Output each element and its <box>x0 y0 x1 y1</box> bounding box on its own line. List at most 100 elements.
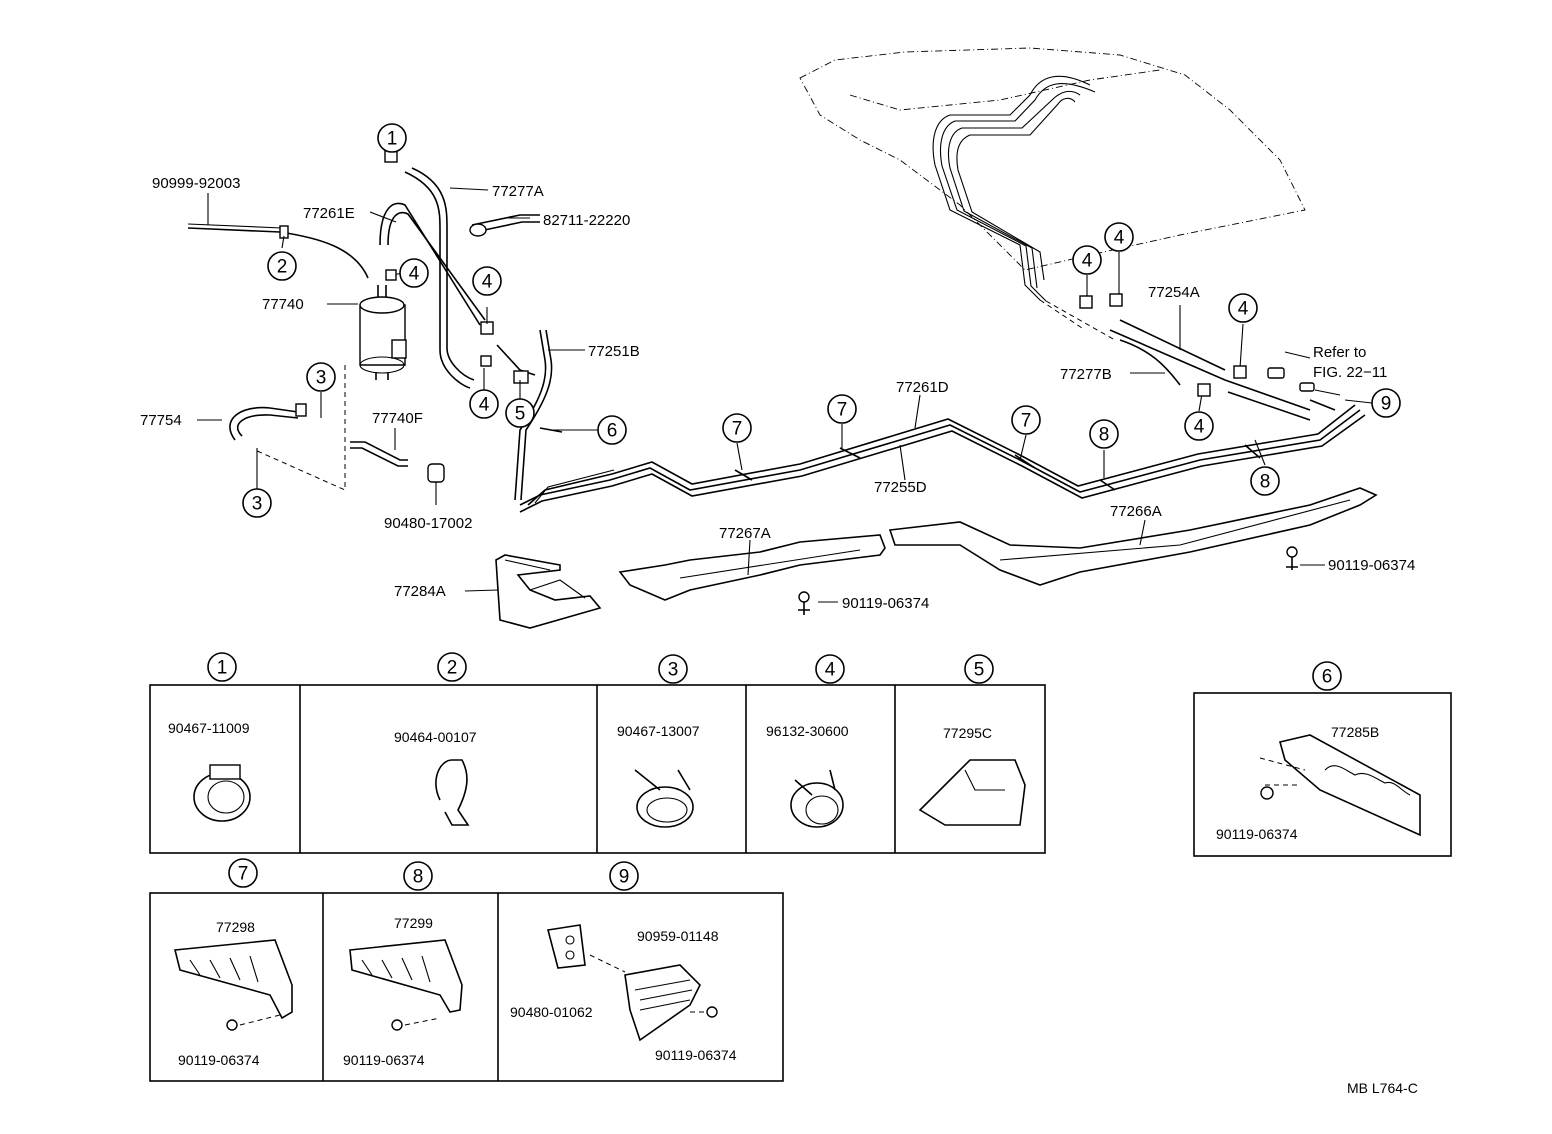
label-77740F: 77740F <box>372 410 423 427</box>
callout-number: 2 <box>277 257 288 278</box>
label-77277B: 77277B <box>1060 366 1112 383</box>
detail-label-9c: 90119-06374 <box>655 1047 737 1063</box>
callout-number: 7 <box>732 419 743 440</box>
callout-number: 4 <box>1082 251 1093 272</box>
detail-label-9b: 90480-01062 <box>510 1004 593 1020</box>
callout-circle <box>242 488 272 518</box>
bolts <box>798 546 1298 615</box>
callout-circle <box>437 652 467 682</box>
detail-label-6b: 90119-06374 <box>1216 826 1298 842</box>
hoses-upper <box>379 149 553 501</box>
vehicle-body-outline <box>799 47 1306 271</box>
callout-number: 4 <box>1238 299 1249 320</box>
callout-number: 2 <box>447 658 458 679</box>
detail-boxes <box>149 684 1452 1082</box>
callout-circle <box>228 858 258 888</box>
callout-circle <box>1228 293 1258 323</box>
callout-number: 3 <box>668 660 679 681</box>
callout-circle <box>306 362 336 392</box>
callout-circle <box>1312 661 1342 691</box>
callout-number: 6 <box>607 421 618 442</box>
canister-group <box>187 223 445 491</box>
callout-number: 4 <box>1194 417 1205 438</box>
main-fuel-lines <box>519 319 1366 513</box>
detail-label-8a: 77299 <box>394 915 433 931</box>
callout-circle <box>403 861 433 891</box>
callout-number: 3 <box>252 494 263 515</box>
callout-number: 4 <box>479 395 490 416</box>
label-90119-06374-b: 90119-06374 <box>1328 557 1415 574</box>
detail-label-2: 90464-00107 <box>394 729 477 745</box>
callout-circle <box>1104 222 1134 252</box>
callout-number: 7 <box>837 400 848 421</box>
callout-number: 4 <box>409 264 420 285</box>
label-77740: 77740 <box>262 296 304 313</box>
callout-circle <box>505 398 535 428</box>
label-90999-92003: 90999-92003 <box>152 175 240 192</box>
callout-circle <box>1250 466 1280 496</box>
callout-circle <box>267 251 297 281</box>
detail-label-4: 96132-30600 <box>766 723 849 739</box>
detail-label-9a: 90959-01148 <box>637 928 719 944</box>
callout-circle <box>964 654 994 684</box>
callout-number: 7 <box>238 864 249 885</box>
callout-circle <box>1184 411 1214 441</box>
label-82711-22220: 82711-22220 <box>543 212 630 229</box>
callout-number: 4 <box>825 660 836 681</box>
callout-number: 8 <box>1099 425 1110 446</box>
bracket-77284A <box>495 554 602 629</box>
pipe-clamps <box>385 269 1336 491</box>
callout-circle <box>658 654 688 684</box>
label-77277A: 77277A <box>492 183 544 200</box>
label-77255D: 77255D <box>874 479 927 496</box>
callout-circle <box>377 123 407 153</box>
detail-label-3: 90467-13007 <box>617 723 700 739</box>
callout-circle <box>609 861 639 891</box>
label-77261D: 77261D <box>896 379 949 396</box>
callout-circle <box>1089 419 1119 449</box>
callout-number: 4 <box>1114 228 1125 249</box>
diagram-code: MB L764-C <box>1347 1080 1418 1096</box>
callout-number: 8 <box>1260 472 1271 493</box>
detail-sketches <box>173 734 1421 1042</box>
callout-number: 4 <box>482 272 493 293</box>
label-77284A: 77284A <box>394 583 446 600</box>
callout-number: 9 <box>619 867 630 888</box>
tank-fuel-lines <box>932 75 1116 341</box>
callout-circle <box>815 654 845 684</box>
label-refer-fig: FIG. 22−11 <box>1313 364 1387 381</box>
part-labels: 90999-92003 77277A 77261E 82711-22220 77… <box>140 175 1418 1096</box>
callout-number: 9 <box>1381 394 1392 415</box>
detail-label-6a: 77285B <box>1331 724 1379 740</box>
label-90119-06374-a: 90119-06374 <box>842 595 929 612</box>
callout-circle <box>827 394 857 424</box>
label-refer-to: Refer to <box>1313 344 1366 361</box>
callout-number: 7 <box>1021 411 1032 432</box>
label-90480-17002: 90480-17002 <box>384 515 472 532</box>
callout-number: 6 <box>1322 667 1333 688</box>
callout-circle <box>597 415 627 445</box>
callout-number: 3 <box>316 368 327 389</box>
label-77266A: 77266A <box>1110 503 1162 520</box>
callout-circle <box>1072 245 1102 275</box>
callout-circle <box>207 652 237 682</box>
detail-label-7b: 90119-06374 <box>178 1052 260 1068</box>
label-77254A: 77254A <box>1148 284 1200 301</box>
callout-number: 8 <box>413 867 424 888</box>
callout-number: 5 <box>515 404 526 425</box>
label-77267A: 77267A <box>719 525 771 542</box>
label-77251B: 77251B <box>588 343 640 360</box>
label-77261E: 77261E <box>303 205 355 222</box>
callout-circle <box>1371 388 1401 418</box>
callout-circle <box>469 389 499 419</box>
label-77754: 77754 <box>140 412 182 429</box>
detail-label-1: 90467-11009 <box>168 720 250 736</box>
leader-lines <box>197 140 1373 603</box>
callout-circle <box>722 413 752 443</box>
callout-number: 1 <box>387 129 398 150</box>
callout-number: 1 <box>217 658 228 679</box>
callout-circle <box>399 258 429 288</box>
detail-label-8b: 90119-06374 <box>343 1052 425 1068</box>
